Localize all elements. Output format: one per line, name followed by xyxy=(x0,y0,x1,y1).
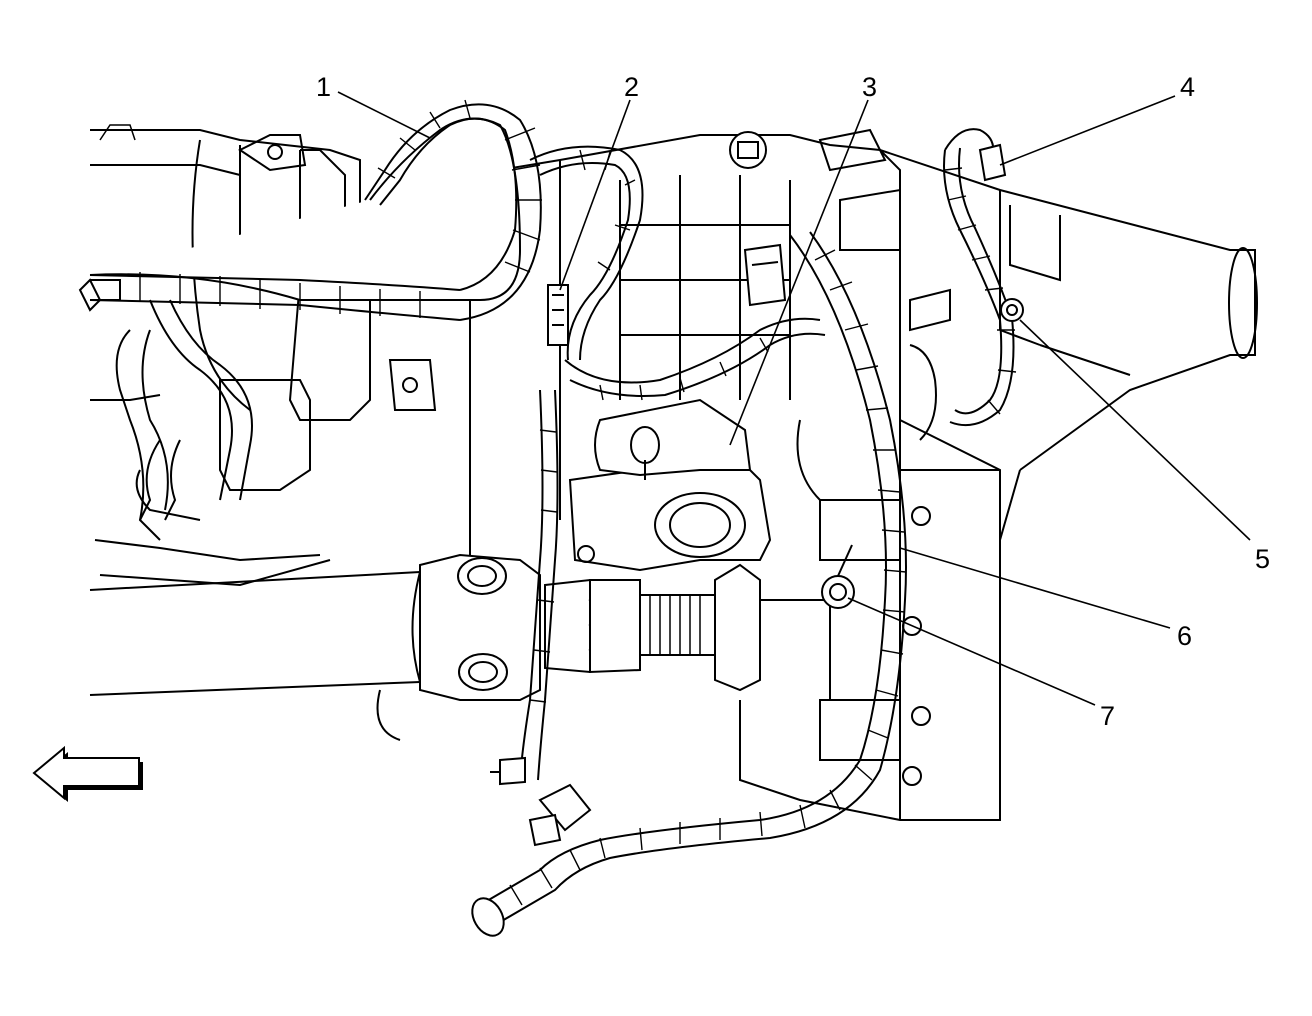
callout-label-6: 6 xyxy=(1177,621,1192,651)
wiring-harness-rear xyxy=(909,128,1024,441)
callout-label-5: 5 xyxy=(1255,544,1270,574)
callout-6: 6 xyxy=(899,547,1192,651)
callout-label-1: 1 xyxy=(316,72,331,102)
callout-label-4: 4 xyxy=(1180,72,1195,102)
callout-7: 7 xyxy=(847,597,1115,731)
front-output-housing xyxy=(568,398,772,572)
wire-front-sensor xyxy=(490,389,559,786)
callout-4: 4 xyxy=(999,72,1195,166)
callout-label-7: 7 xyxy=(1100,701,1115,731)
callout-2: 2 xyxy=(559,72,639,291)
callout-5: 5 xyxy=(1019,319,1270,574)
wiring-harness-right xyxy=(471,231,907,937)
callout-label-2: 2 xyxy=(624,72,639,102)
output-speed-sensor xyxy=(821,544,855,609)
wiring-harness-upper xyxy=(529,145,826,401)
left-arrow-icon xyxy=(32,745,143,802)
callout-3: 3 xyxy=(729,72,877,446)
callout-1: 1 xyxy=(316,72,431,139)
wiring-harness-main xyxy=(78,99,542,521)
callout-label-3: 3 xyxy=(862,72,877,102)
front-propeller-shaft xyxy=(89,553,761,741)
transfer-case-housing xyxy=(469,128,1001,821)
rear-extension-housing xyxy=(879,149,1258,820)
